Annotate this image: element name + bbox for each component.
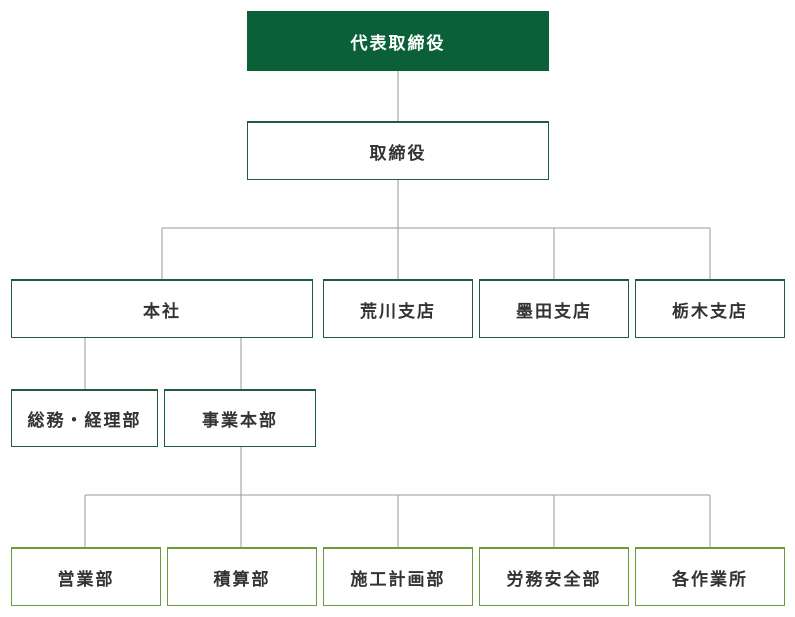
- node-labor-safety: 労務安全部: [479, 547, 629, 606]
- node-tochigi-branch: 栃木支店: [635, 279, 785, 338]
- node-estimation: 積算部: [167, 547, 317, 606]
- node-honsha: 本社: [11, 279, 313, 338]
- node-arakawa-branch: 荒川支店: [323, 279, 473, 338]
- node-sales: 営業部: [11, 547, 161, 606]
- node-work-sites: 各作業所: [635, 547, 785, 606]
- node-construction-planning: 施工計画部: [323, 547, 473, 606]
- node-sumida-branch: 墨田支店: [479, 279, 629, 338]
- node-general-affairs: 総務・経理部: [11, 389, 158, 447]
- node-ceo: 代表取締役: [247, 11, 549, 71]
- node-business-hq: 事業本部: [164, 389, 316, 447]
- node-board: 取締役: [247, 121, 549, 180]
